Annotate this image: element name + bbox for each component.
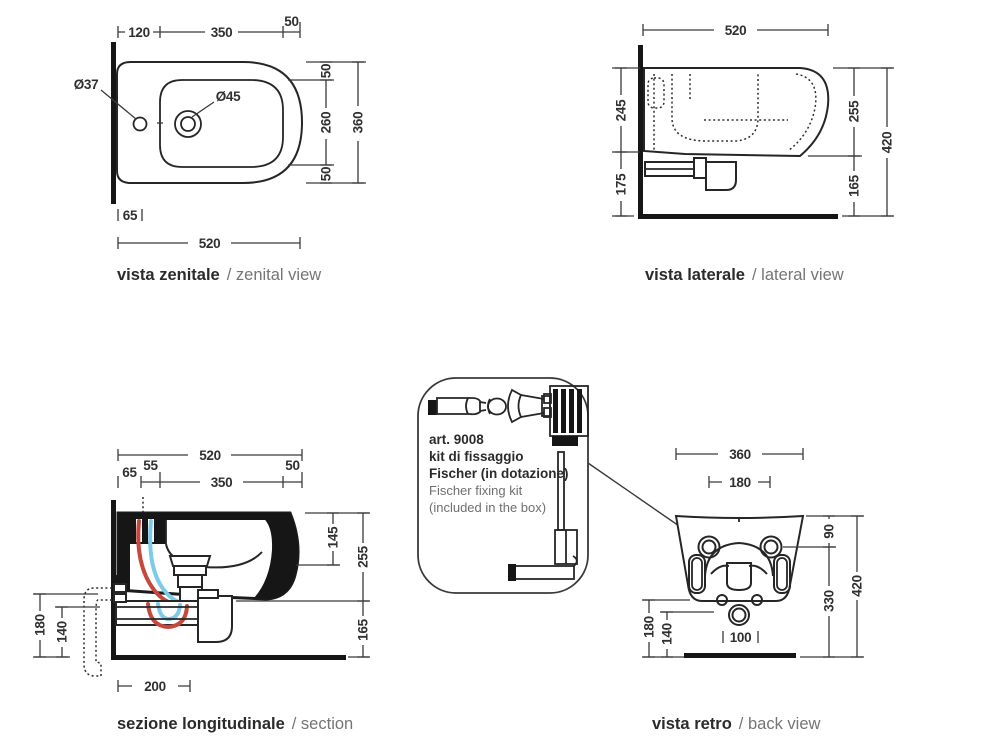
dim-260: 260 <box>319 112 334 134</box>
back-dims-left: 180 140 <box>642 599 714 658</box>
kit-art-number: art. 9008 <box>429 432 484 447</box>
back-dims-top: 360 180 <box>675 447 804 490</box>
zenital-caption: vista zenitale/ zenital view <box>117 266 321 284</box>
bidet-profile <box>643 67 830 158</box>
drain-hole-inner <box>180 116 196 132</box>
dim-65: 65 <box>123 208 138 223</box>
zenital-dims-bottom: 65 520 <box>117 208 301 251</box>
dim-180: 180 <box>33 614 48 636</box>
leader-45 <box>191 101 215 118</box>
dim-255: 255 <box>847 100 862 122</box>
dim-360: 360 <box>351 112 366 134</box>
dim-180-top: 180 <box>729 475 751 490</box>
back-dims-right: 90 330 420 <box>783 515 865 658</box>
section-dims-left: 180 140 <box>33 593 100 658</box>
zenital-dims-top: 120 350 50 <box>117 14 301 40</box>
bidet-outline <box>116 61 304 184</box>
kit-line2: kit di fissaggio <box>429 449 524 464</box>
back-caption: vista retro/ back view <box>652 715 820 733</box>
leader-37 <box>100 89 137 120</box>
kit-line5: (included in the box) <box>429 500 546 515</box>
kit-screw-graphic <box>428 397 507 416</box>
section-view: 520 65 55 350 50 <box>33 448 371 733</box>
dim-520: 520 <box>199 448 221 463</box>
hole-label-45: Ø45 <box>216 89 241 104</box>
dim-140: 140 <box>55 621 70 643</box>
section-dims-top: 520 65 55 350 50 <box>117 448 303 490</box>
kit-line3: Fischer (in dotazione) <box>429 466 569 481</box>
wall-bar <box>638 45 643 218</box>
back-view: 360 180 <box>642 447 865 733</box>
dim-350: 350 <box>211 475 233 490</box>
dim-180-left: 180 <box>642 616 657 638</box>
bidet-hidden-lines <box>647 73 817 152</box>
kit-line4: Fischer fixing kit <box>429 483 523 498</box>
dim-120: 120 <box>128 25 150 40</box>
bidet-back-body <box>674 514 805 626</box>
dim-50-right-top: 50 <box>319 64 334 78</box>
dim-100: 100 <box>730 630 752 645</box>
dim-165: 165 <box>847 174 862 196</box>
mounting-bracket-silhouette <box>704 541 774 577</box>
dim-420: 420 <box>850 575 865 597</box>
dim-55: 55 <box>143 458 158 473</box>
dim-255: 255 <box>356 545 371 567</box>
dim-65: 65 <box>122 465 137 480</box>
dim-245: 245 <box>614 99 629 121</box>
dim-140: 140 <box>660 623 675 645</box>
section-caption: sezione longitudinale/ section <box>117 715 353 733</box>
dim-175: 175 <box>614 173 629 195</box>
dim-50-top: 50 <box>284 14 298 29</box>
dim-420: 420 <box>880 132 895 154</box>
hole-label-37: Ø37 <box>74 77 99 92</box>
lateral-dims-left: 245 175 <box>612 67 640 217</box>
dim-520: 520 <box>199 236 221 251</box>
dim-330: 330 <box>822 590 837 612</box>
drain-assembly <box>113 555 233 643</box>
section-dims-right: 145 255 165 <box>236 512 371 658</box>
dim-145: 145 <box>326 526 341 548</box>
drain-trap <box>644 157 737 191</box>
wall-bar <box>111 500 116 660</box>
dim-360: 360 <box>729 447 751 462</box>
dim-165: 165 <box>356 618 371 640</box>
zenital-view: Ø37 Ø45 120 350 50 50 260 50 <box>74 14 366 284</box>
wall-bar <box>111 42 116 204</box>
zenital-dims-right: 50 260 50 360 <box>288 61 366 184</box>
dim-50-right-bottom: 50 <box>319 167 334 181</box>
lateral-dims-top: 520 <box>642 23 829 38</box>
dim-50: 50 <box>285 458 299 473</box>
back-dim-100: 100 <box>722 630 759 645</box>
section-dims-bottom: 200 <box>117 679 191 694</box>
lateral-dims-right: 255 165 420 <box>808 67 895 217</box>
hidden-trap-pipe <box>83 587 112 677</box>
tap-hole <box>132 116 148 132</box>
lateral-caption: vista laterale/ lateral view <box>645 266 844 284</box>
bidet-basin <box>159 79 284 168</box>
floor-bar <box>638 214 838 219</box>
lateral-view: 245 175 520 255 165 420 vista laterale/ … <box>612 23 895 284</box>
dim-350: 350 <box>211 25 233 40</box>
dim-520: 520 <box>725 23 747 38</box>
floor-bar <box>111 655 346 660</box>
kit-bracket-graphic <box>508 385 589 581</box>
dim-200: 200 <box>144 679 166 694</box>
dim-90: 90 <box>822 524 837 538</box>
floor-bar <box>684 653 796 658</box>
drain-hole-outer <box>174 110 202 138</box>
fixing-kit-box: art. 9008 kit di fissaggio Fischer (in d… <box>417 377 709 594</box>
